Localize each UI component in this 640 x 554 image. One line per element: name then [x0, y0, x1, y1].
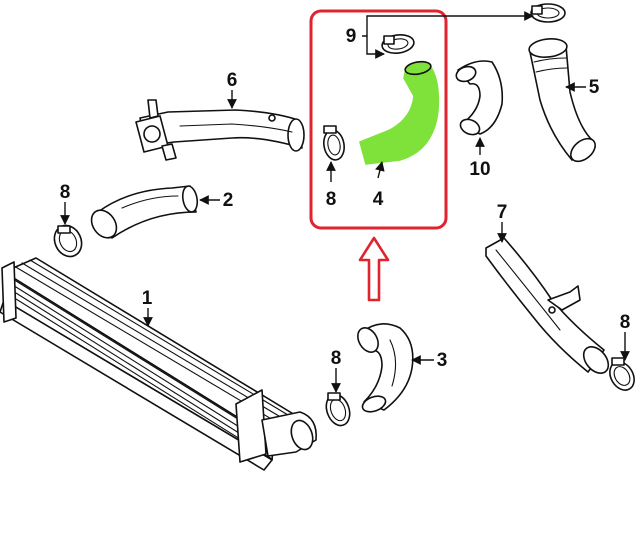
leader-lines — [60, 11, 630, 393]
clamp-part-8-d[interactable] — [605, 357, 639, 395]
callout-8d: 8 — [620, 312, 631, 333]
hose-part-5[interactable] — [528, 37, 599, 166]
clamp-part-9-a[interactable] — [381, 33, 415, 55]
clamp-part-8-a[interactable] — [49, 221, 86, 261]
callout-5: 5 — [589, 77, 600, 98]
callout-4: 4 — [373, 189, 384, 210]
callout-6: 6 — [227, 70, 238, 91]
highlight-box — [309, 9, 448, 230]
callout-9: 9 — [346, 26, 357, 47]
hose-part-3[interactable] — [354, 323, 414, 415]
hose-part-4-highlighted[interactable] — [359, 60, 440, 165]
pointer-arrow — [358, 236, 390, 302]
clamp-part-8-c[interactable] — [322, 391, 354, 429]
callout-2: 2 — [223, 190, 234, 211]
hose-part-10[interactable] — [454, 60, 504, 138]
callout-1: 1 — [142, 288, 153, 309]
intercooler-part-1[interactable] — [0, 257, 317, 471]
callout-8b: 8 — [326, 189, 337, 210]
callout-7: 7 — [497, 202, 508, 223]
callout-3: 3 — [437, 350, 448, 371]
highlighted-hose-end — [404, 60, 432, 76]
clamp-part-8-b[interactable] — [322, 125, 347, 162]
pipe-part-7[interactable] — [485, 237, 613, 378]
callout-8a: 8 — [60, 182, 71, 203]
highlighted-hose-shape — [359, 65, 440, 165]
callout-8c: 8 — [331, 348, 342, 369]
clamp-part-9-b[interactable] — [530, 3, 566, 23]
pipe-part-6[interactable] — [135, 99, 305, 161]
hose-part-2[interactable] — [86, 185, 199, 243]
callout-10: 10 — [469, 159, 490, 180]
